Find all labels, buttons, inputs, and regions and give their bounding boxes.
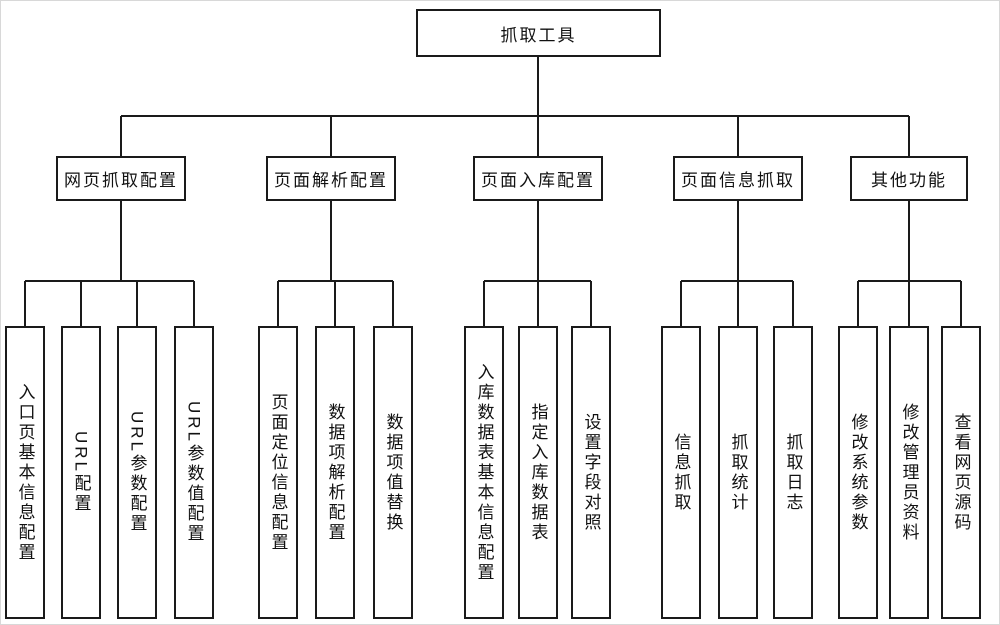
node-label: 抓取工具: [500, 25, 577, 45]
node-label: URL配置: [71, 430, 91, 514]
node-label: 修改管理员资料: [899, 402, 919, 543]
branch-node-other-functions: 其他功能: [850, 156, 968, 201]
node-label: 入库数据表基本信息配置: [474, 362, 494, 583]
node-label: 其他功能: [871, 171, 947, 190]
node-label: 页面解析配置: [274, 171, 388, 190]
branch-node-web-crawl-config: 网页抓取配置: [56, 156, 186, 201]
root-node-grab-tool: 抓取工具: [416, 9, 661, 57]
node-label: URL参数配置: [127, 410, 147, 534]
leaf-node-url-config: URL配置: [61, 326, 101, 619]
node-label: 数据项值替换: [383, 412, 403, 533]
branch-node-page-parse-config: 页面解析配置: [266, 156, 396, 201]
branch-node-page-storage-config: 页面入库配置: [473, 156, 603, 201]
leaf-node-view-page-source: 查看网页源码: [941, 326, 981, 619]
node-label: 页面定位信息配置: [268, 392, 288, 553]
leaf-node-url-param-value-config: URL参数值配置: [174, 326, 214, 619]
leaf-node-info-grab: 信息抓取: [661, 326, 701, 619]
node-label: 抓取统计: [728, 432, 748, 513]
branch-node-page-info-grab: 页面信息抓取: [673, 156, 803, 201]
node-label: 查看网页源码: [951, 412, 971, 533]
node-label: 修改系统参数: [848, 412, 868, 533]
leaf-node-storage-table-basic-info-config: 入库数据表基本信息配置: [464, 326, 504, 619]
leaf-node-entry-page-basic-info-config: 入口页基本信息配置: [5, 326, 45, 619]
node-label: 入口页基本信息配置: [15, 382, 35, 563]
leaf-node-grab-log: 抓取日志: [773, 326, 813, 619]
node-label: 信息抓取: [671, 432, 691, 513]
node-label: 指定入库数据表: [528, 402, 548, 543]
leaf-node-page-locate-info-config: 页面定位信息配置: [258, 326, 298, 619]
leaf-node-url-param-config: URL参数配置: [117, 326, 157, 619]
node-label: 网页抓取配置: [64, 171, 178, 190]
node-label: 数据项解析配置: [325, 402, 345, 543]
node-label: 设置字段对照: [581, 412, 601, 533]
leaf-node-grab-statistics: 抓取统计: [718, 326, 758, 619]
leaf-node-specify-storage-table: 指定入库数据表: [518, 326, 558, 619]
node-label: 抓取日志: [783, 432, 803, 513]
node-label: 页面入库配置: [481, 171, 595, 190]
node-label: 页面信息抓取: [681, 171, 795, 190]
leaf-node-modify-system-params: 修改系统参数: [838, 326, 878, 619]
node-label: URL参数值配置: [184, 400, 204, 544]
leaf-node-data-item-parse-config: 数据项解析配置: [315, 326, 355, 619]
leaf-node-modify-admin-profile: 修改管理员资料: [889, 326, 929, 619]
leaf-node-set-field-mapping: 设置字段对照: [571, 326, 611, 619]
leaf-node-data-item-value-replace: 数据项值替换: [373, 326, 413, 619]
